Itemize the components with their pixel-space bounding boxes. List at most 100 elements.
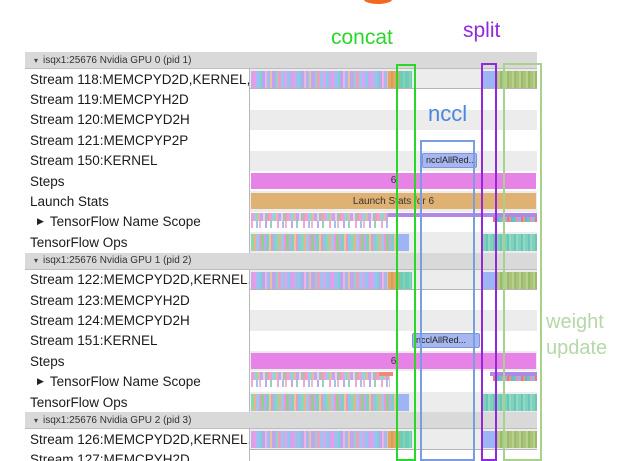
event-segment[interactable] (388, 271, 399, 289)
namescope-segment[interactable] (379, 372, 393, 377)
row-label: Stream 127:MEMCPYH2D (25, 449, 250, 461)
row-label-text: Steps (30, 173, 65, 189)
event-segment[interactable] (483, 234, 537, 252)
section-header[interactable]: ▾ isqx1:25676 Nvidia GPU 0 (pid 1) (25, 52, 537, 69)
event-segment[interactable] (481, 71, 495, 88)
track-row: Stream 124:MEMCPYD2H (0, 310, 622, 331)
timeline-tracks: ▾ isqx1:25676 Nvidia GPU 0 (pid 1) Stream … (0, 52, 622, 461)
section-header[interactable]: ▾ isqx1:25676 Nvidia GPU 2 (pid 3) (25, 412, 537, 430)
steps-bar[interactable]: 6 (251, 172, 536, 189)
row-gutter (0, 289, 25, 311)
section-header-label: isqx1:25676 Nvidia GPU 1 (pid 2) (43, 255, 192, 267)
event-segment[interactable] (251, 393, 396, 411)
collapse-arrow-icon[interactable]: ▾ (34, 55, 39, 65)
row-label-text: Stream 150:KERNEL (30, 153, 158, 169)
expand-arrow-icon[interactable]: ▶ (37, 376, 44, 387)
row-track (250, 391, 537, 413)
namescope-segment[interactable] (493, 216, 537, 222)
row-label-text: Stream 122:MEMCPYD2D,KERNEL,MI (30, 272, 250, 288)
row-label-text: TensorFlow Ops (30, 234, 128, 250)
event-segment[interactable] (396, 393, 409, 411)
expand-arrow-icon[interactable]: ▶ (37, 216, 44, 227)
row-track (250, 429, 537, 450)
event-segment[interactable] (251, 271, 388, 289)
nccl-allreduce-bar[interactable]: ncclAllRed... (412, 332, 480, 348)
row-label: TensorFlow Ops (25, 391, 250, 413)
split-annotation-label: split (463, 19, 501, 42)
track-row: Stream 151:KERNEL ncclAllRed... (0, 330, 622, 352)
event-segment[interactable] (251, 431, 388, 449)
row-gutter (0, 310, 25, 331)
namescope-segment[interactable] (251, 220, 388, 228)
event-segment[interactable] (399, 431, 412, 449)
row-label: Stream 150:KERNEL (25, 150, 250, 171)
namescope-segment[interactable] (490, 372, 537, 377)
concat-annotation-label: concat (331, 26, 393, 49)
row-label-text: Stream 119:MEMCPYH2D (30, 92, 189, 108)
section-header-label: isqx1:25676 Nvidia GPU 0 (pid 1) (43, 54, 192, 66)
row-track: 6 (250, 351, 537, 372)
row-track (250, 449, 537, 461)
row-gutter (0, 232, 25, 253)
row-track: Launch Stats for 6 (250, 191, 537, 212)
track-row: TensorFlow Ops (0, 232, 622, 253)
launch-stats-bar[interactable]: Launch Stats for 6 (251, 193, 536, 210)
row-gutter (0, 130, 25, 151)
track-row: Stream 122:MEMCPYD2D,KERNEL,MI (0, 269, 622, 290)
row-track: 6 (250, 170, 537, 192)
row-track (250, 211, 537, 233)
event-segment[interactable] (388, 431, 399, 449)
nccl-allreduce-bar[interactable]: ncclAllRed... (422, 152, 477, 168)
namescope-segment[interactable] (251, 212, 388, 221)
collapse-arrow-icon[interactable]: ▾ (34, 256, 39, 266)
event-segment[interactable] (483, 393, 537, 411)
section-header-label: isqx1:25676 Nvidia GPU 2 (pid 3) (43, 414, 192, 426)
row-label: Steps (25, 351, 250, 372)
event-segment[interactable] (495, 271, 537, 289)
row-label: Stream 123:MEMCPYH2D (25, 289, 250, 311)
row-label-text: TensorFlow Ops (30, 394, 128, 410)
event-segment[interactable] (495, 431, 537, 449)
row-gutter (0, 330, 25, 352)
event-segment[interactable] (495, 71, 537, 88)
namescope-segment[interactable] (388, 212, 537, 217)
collapse-arrow-icon[interactable]: ▾ (34, 415, 39, 425)
row-label-text: Stream 126:MEMCPYD2D,KERNEL,MI (30, 431, 250, 447)
row-label: ▶ TensorFlow Name Scope (25, 211, 250, 233)
row-gutter (0, 351, 25, 372)
event-segment[interactable] (399, 71, 412, 88)
steps-bar[interactable]: 6 (251, 353, 536, 370)
row-label-text: TensorFlow Name Scope (49, 214, 201, 230)
event-segment[interactable] (396, 234, 409, 252)
track-row: Steps 6 (0, 170, 622, 192)
row-label: TensorFlow Ops (25, 232, 250, 253)
row-label: Stream 120:MEMCPYD2H (25, 109, 250, 131)
row-track (250, 310, 537, 331)
event-segment[interactable] (251, 71, 388, 88)
row-gutter (0, 109, 25, 131)
row-label-text: Stream 151:KERNEL (30, 333, 158, 349)
row-gutter (0, 150, 25, 171)
track-row: ▶ TensorFlow Name Scope (0, 211, 622, 233)
track-row: Stream 127:MEMCPYH2D (0, 449, 622, 461)
section-header[interactable]: ▾ isqx1:25676 Nvidia GPU 1 (pid 2) (25, 252, 537, 270)
namescope-segment[interactable] (493, 376, 537, 382)
track-row: Launch Stats Launch Stats for 6 (0, 191, 622, 212)
row-label: Stream 121:MEMCPYP2P (25, 130, 250, 151)
track-row: Steps 6 (0, 351, 622, 372)
namescope-segment[interactable] (251, 380, 390, 388)
row-label-text: Stream 120:MEMCPYD2H (30, 112, 190, 128)
event-segment[interactable] (388, 71, 399, 88)
namescope-segment[interactable] (251, 372, 390, 381)
event-segment[interactable] (251, 234, 396, 252)
track-row: Stream 120:MEMCPYD2H (0, 109, 622, 131)
event-segment[interactable] (481, 271, 495, 289)
row-label-text: Stream 124:MEMCPYD2H (30, 312, 190, 328)
track-row: ▶TensorFlow Name Scope (0, 371, 622, 392)
row-label-text: Steps (30, 353, 65, 369)
row-label-text: Launch Stats (30, 194, 109, 210)
event-segment[interactable] (481, 431, 495, 449)
event-segment[interactable] (399, 271, 412, 289)
row-track (250, 232, 537, 253)
